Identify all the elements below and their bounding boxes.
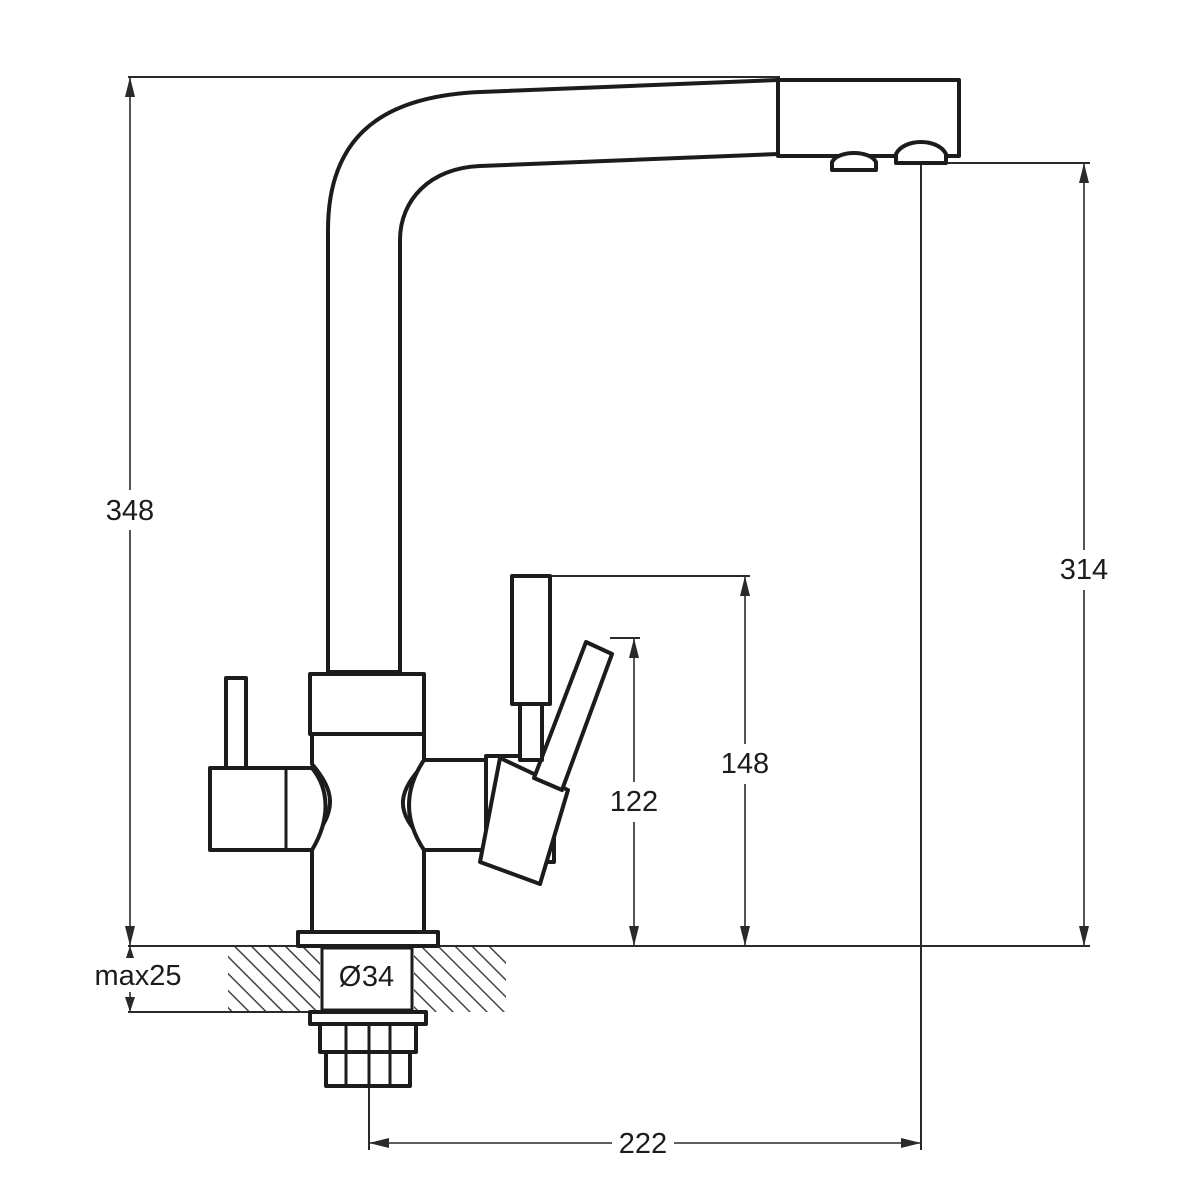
faucet (208, 78, 961, 1088)
main-aerator (894, 140, 948, 165)
label-reach: 222 (619, 1128, 667, 1160)
label-outlet-height: 314 (1060, 554, 1108, 586)
diameter-symbol: Ø (339, 961, 362, 993)
vertical-lever (510, 574, 552, 706)
label-outlet-height-bg (1052, 550, 1116, 590)
countertop-right-hatch (414, 946, 506, 1012)
mount-hole-value: 34 (362, 961, 394, 993)
right-handle-arm (407, 758, 492, 852)
faucet-body (310, 732, 426, 934)
label-countertop: max25 (94, 960, 181, 992)
left-handle-block (208, 766, 328, 852)
label-countertop-bg (90, 958, 188, 992)
label-reach-bg (612, 1124, 674, 1160)
body-collar (308, 672, 426, 736)
spout-tube (326, 78, 780, 674)
label-lever-top-bg (712, 744, 778, 784)
left-lever-stick (224, 676, 248, 770)
label-total-height: 348 (106, 495, 154, 527)
base-plate (296, 930, 440, 948)
right-lever-handle (532, 640, 614, 792)
vertical-lever-stem (518, 702, 544, 762)
label-total-height-bg (100, 490, 162, 530)
label-lever-joint: 122 (610, 786, 658, 818)
reference-lines (128, 76, 1090, 1150)
filtered-aerator (830, 151, 878, 172)
countertop-left-hatch (228, 946, 320, 1012)
label-mount-hole: Ø 34 (339, 961, 394, 993)
label-lever-top: 148 (721, 748, 769, 780)
label-lever-joint-bg (601, 782, 667, 822)
